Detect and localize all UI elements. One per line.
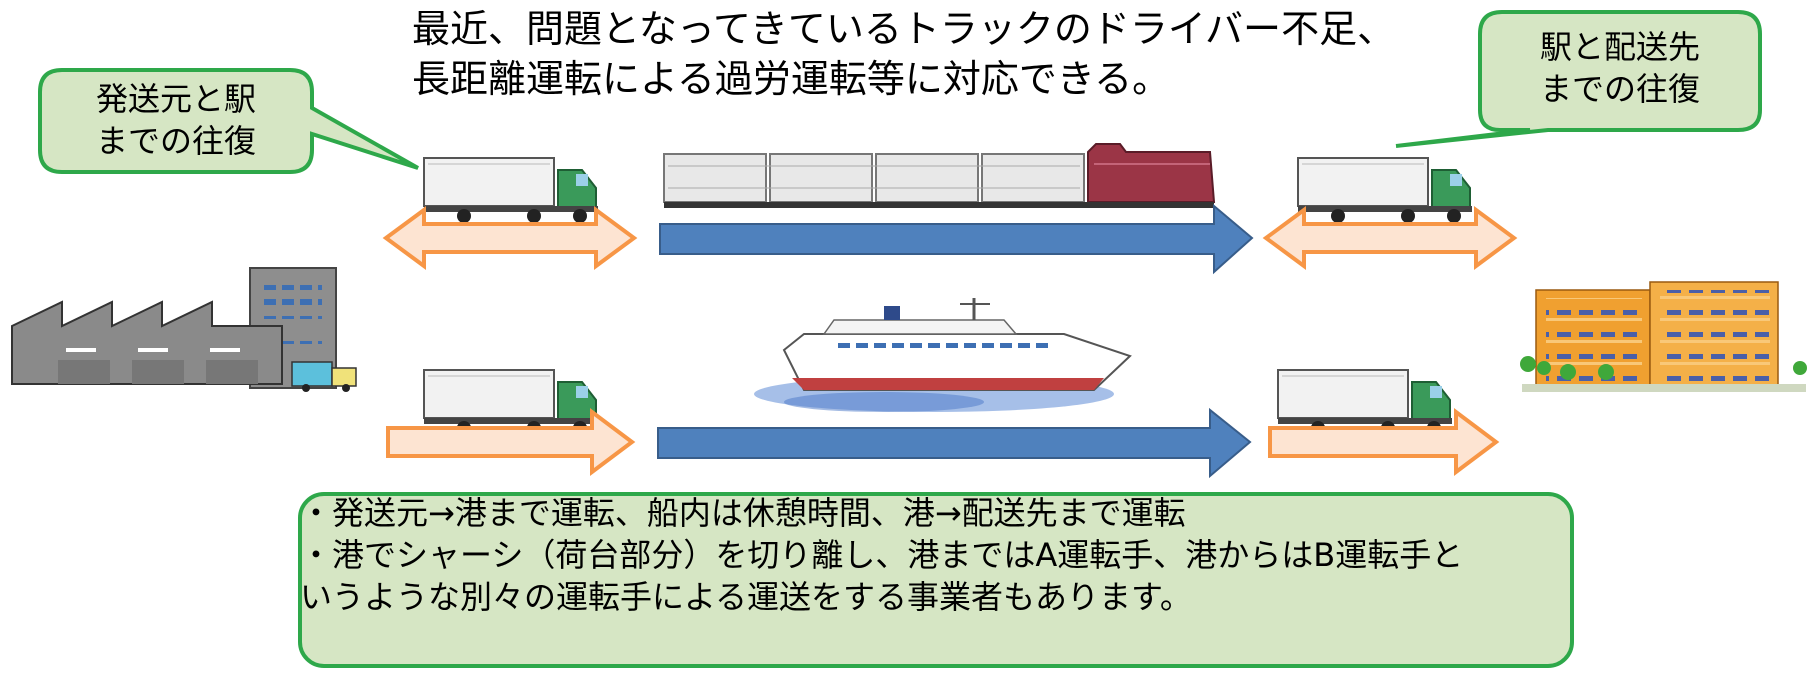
apartment-building-icon — [1520, 281, 1807, 392]
truck-icon — [423, 369, 598, 435]
double-arrow-left-top — [382, 206, 638, 270]
callout-left-text: 発送元と駅 までの往復 — [40, 78, 312, 162]
heading-line-1: 最近、問題となってきているトラックのドライバー不足、 — [412, 7, 1396, 51]
ferry-ship-icon — [754, 298, 1132, 412]
arrow-right-bottom — [1268, 408, 1500, 476]
callout-right-line-2: までの往復 — [1539, 70, 1700, 108]
blue-arrow-rail — [659, 203, 1254, 275]
note-line-1: ・発送元→港まで運転、船内は休憩時間、港→配送先まで運転 — [300, 494, 1186, 532]
callout-left-line-2: までの往復 — [95, 122, 256, 160]
note-line-3: いうような別々の運転手による運送をする事業者もあります。 — [300, 578, 1192, 616]
factory-icon — [11, 267, 357, 392]
truck-icon — [1277, 369, 1452, 435]
callout-left-bubble — [38, 68, 419, 174]
heading: 最近、問題となってきているトラックのドライバー不足、 長距離運転による過労運転等… — [412, 4, 1396, 104]
blue-arrow-sea — [657, 407, 1252, 479]
heading-line-2: 長距離運転による過労運転等に対応できる。 — [412, 57, 1171, 101]
callout-right-line-1: 駅と配送先 — [1539, 28, 1700, 66]
double-arrow-right-top — [1262, 206, 1518, 270]
note-line-2: ・港でシャーシ（荷台部分）を切り離し、港まではA運転手、港からはB運転手と — [300, 536, 1464, 574]
note-text: ・発送元→港まで運転、船内は休憩時間、港→配送先まで運転 ・港でシャーシ（荷台部… — [300, 492, 1560, 618]
freight-train-icon — [663, 143, 1216, 208]
arrow-left-bottom — [386, 408, 636, 476]
truck-icon — [423, 157, 598, 223]
note-box — [298, 492, 1574, 668]
callout-right-text: 駅と配送先 までの往復 — [1480, 26, 1760, 110]
callout-left-line-1: 発送元と駅 — [95, 80, 256, 118]
truck-icon — [1297, 157, 1472, 223]
callout-right-bubble — [1395, 10, 1762, 148]
